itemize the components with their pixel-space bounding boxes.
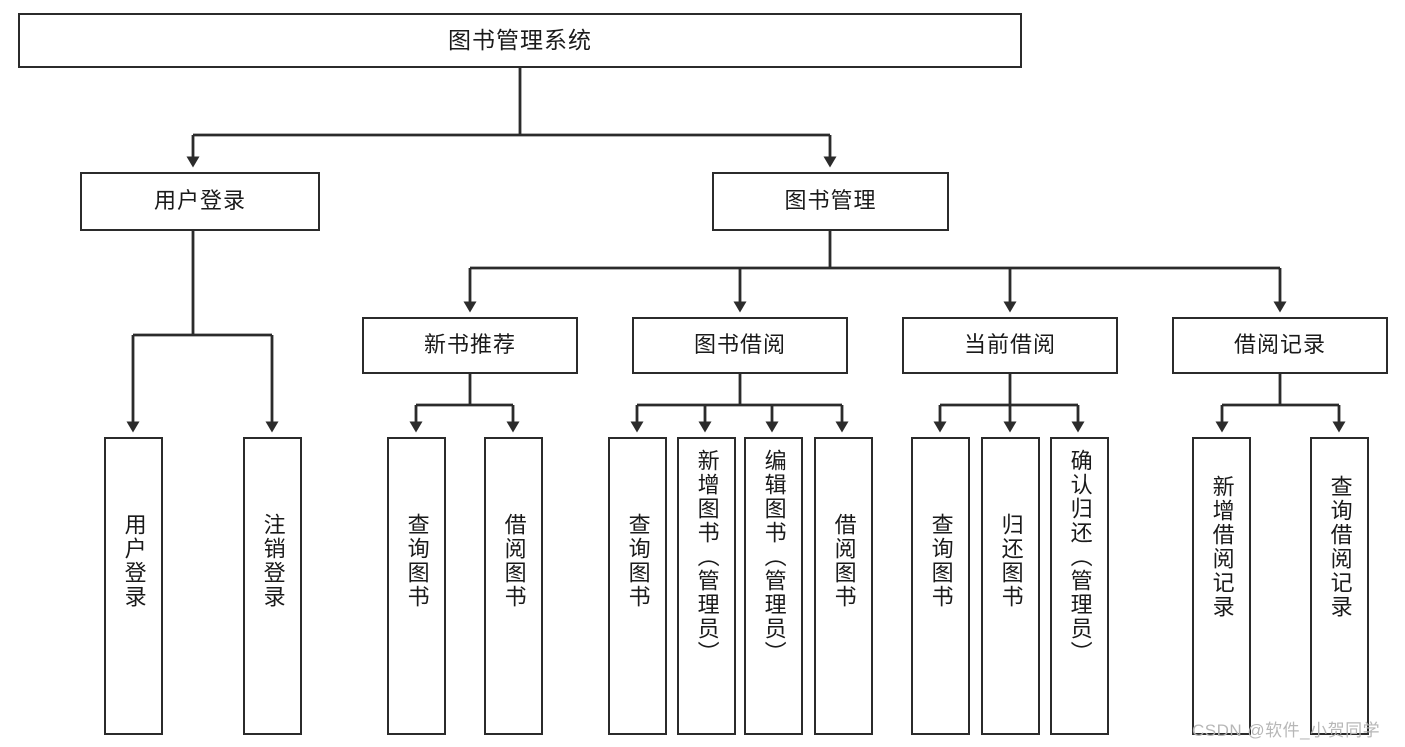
node-label: 新书推荐 — [423, 332, 516, 358]
csdn-watermark: CSDN @软件_小贺同学 — [1192, 721, 1381, 740]
node-user-login[interactable]: 用户登录 — [80, 172, 320, 231]
node-label: 借阅记录 — [1233, 332, 1326, 358]
node-label: 编辑图书（管理员） — [761, 449, 787, 665]
node-label: 查询图书 — [404, 513, 430, 609]
leaf-user-login[interactable]: 用户登录 — [104, 437, 163, 735]
leaf-query-book-3[interactable]: 查询图书 — [911, 437, 970, 735]
node-label: 用户登录 — [121, 513, 147, 609]
node-label: 新增借阅记录 — [1209, 475, 1235, 619]
node-label: 图书管理系统 — [448, 26, 592, 53]
node-label: 归还图书 — [998, 513, 1024, 609]
leaf-return-book[interactable]: 归还图书 — [981, 437, 1040, 735]
leaf-query-book-2[interactable]: 查询图书 — [608, 437, 667, 735]
leaf-query-book-1[interactable]: 查询图书 — [387, 437, 446, 735]
leaf-borrow-book-2[interactable]: 借阅图书 — [814, 437, 873, 735]
leaf-add-book[interactable]: 新增图书（管理员） — [677, 437, 736, 735]
node-book-management[interactable]: 图书管理 — [712, 172, 949, 231]
node-label: 查询图书 — [625, 513, 651, 609]
node-label: 查询借阅记录 — [1327, 475, 1353, 619]
leaf-user-logout[interactable]: 注销登录 — [243, 437, 302, 735]
node-label: 借阅图书 — [501, 513, 527, 609]
node-book-borrow[interactable]: 图书借阅 — [632, 317, 848, 374]
leaf-confirm-return[interactable]: 确认归还（管理员） — [1050, 437, 1109, 735]
node-label: 查询图书 — [928, 513, 954, 609]
leaf-query-record[interactable]: 查询借阅记录 — [1310, 437, 1369, 735]
node-label: 注销登录 — [260, 513, 286, 609]
node-label: 当前借阅 — [963, 332, 1056, 358]
node-label: 新增图书（管理员） — [694, 449, 720, 665]
leaf-edit-book[interactable]: 编辑图书（管理员） — [744, 437, 803, 735]
node-new-book-recommend[interactable]: 新书推荐 — [362, 317, 578, 374]
node-label: 图书管理 — [784, 188, 877, 214]
node-label: 确认归还（管理员） — [1067, 449, 1093, 665]
node-label: 用户登录 — [153, 188, 246, 214]
node-current-borrow[interactable]: 当前借阅 — [902, 317, 1118, 374]
leaf-add-record[interactable]: 新增借阅记录 — [1192, 437, 1251, 735]
node-label: 图书借阅 — [693, 332, 786, 358]
node-label: 借阅图书 — [831, 513, 857, 609]
leaf-borrow-book-1[interactable]: 借阅图书 — [484, 437, 543, 735]
node-root-system[interactable]: 图书管理系统 — [18, 13, 1022, 68]
node-borrow-record[interactable]: 借阅记录 — [1172, 317, 1388, 374]
